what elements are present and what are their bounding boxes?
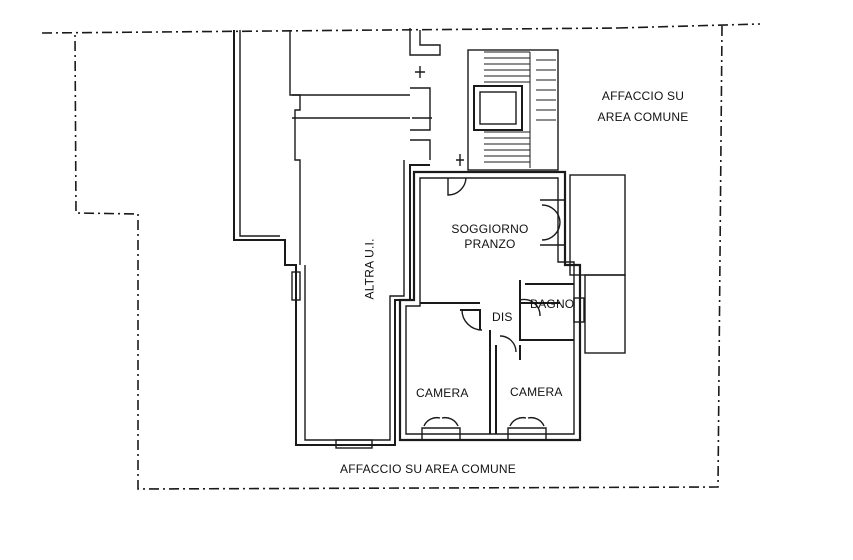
balcony-lower: [584, 274, 626, 354]
window-soggiorno-east: [540, 199, 566, 246]
affaccio-top-line2: AREA COMUNE: [597, 110, 689, 124]
camera-left-label: CAMERA: [416, 386, 469, 400]
affaccio-bottom-label: AFFACCIO SU AREA COMUNE: [340, 462, 516, 476]
window-camera-right: [507, 416, 547, 440]
soggiorno-line2: PRANZO: [464, 237, 516, 251]
wall-dis-west: [460, 309, 521, 360]
stair-block: [409, 28, 441, 56]
property-boundary: [41, 23, 761, 490]
window-bagno: [573, 297, 585, 323]
soggiorno-label: SOGGIORNO PRANZO: [440, 222, 540, 252]
corridor-fixture-2: [456, 154, 464, 166]
window-camera-left: [421, 416, 461, 440]
affaccio-top-label: AFFACCIO SU AREA COMUNE: [588, 89, 698, 125]
window-altra-south: [335, 439, 373, 449]
balcony-upper: [569, 174, 626, 276]
corridor-walls: [292, 87, 431, 160]
door-dis-camera: [461, 309, 483, 331]
apartment-inner: [405, 177, 575, 435]
affaccio-top-line1: AFFACCIO SU: [601, 89, 685, 103]
altra-ui-label: ALTRA U.I.: [362, 238, 377, 300]
stair-core: [467, 49, 559, 171]
bagno-label: BAGNO: [530, 297, 575, 311]
corridor-fixture-1: [412, 66, 432, 119]
door-bagno: [519, 298, 541, 317]
door-soggiorno: [447, 177, 467, 196]
soggiorno-line1: SOGGIORNO: [451, 222, 529, 236]
stair-treads: [484, 51, 556, 168]
door-dis-camera2: [499, 335, 517, 353]
elevator: [473, 85, 523, 131]
window-altra-west: [291, 271, 301, 301]
dis-label: DIS: [492, 310, 513, 324]
wall-outline-left: [233, 30, 430, 446]
camera-right-label: CAMERA: [510, 385, 563, 399]
elevator-inner: [479, 91, 517, 125]
wall-inner-left: [239, 30, 405, 441]
wall-camera-divider: [489, 330, 497, 434]
